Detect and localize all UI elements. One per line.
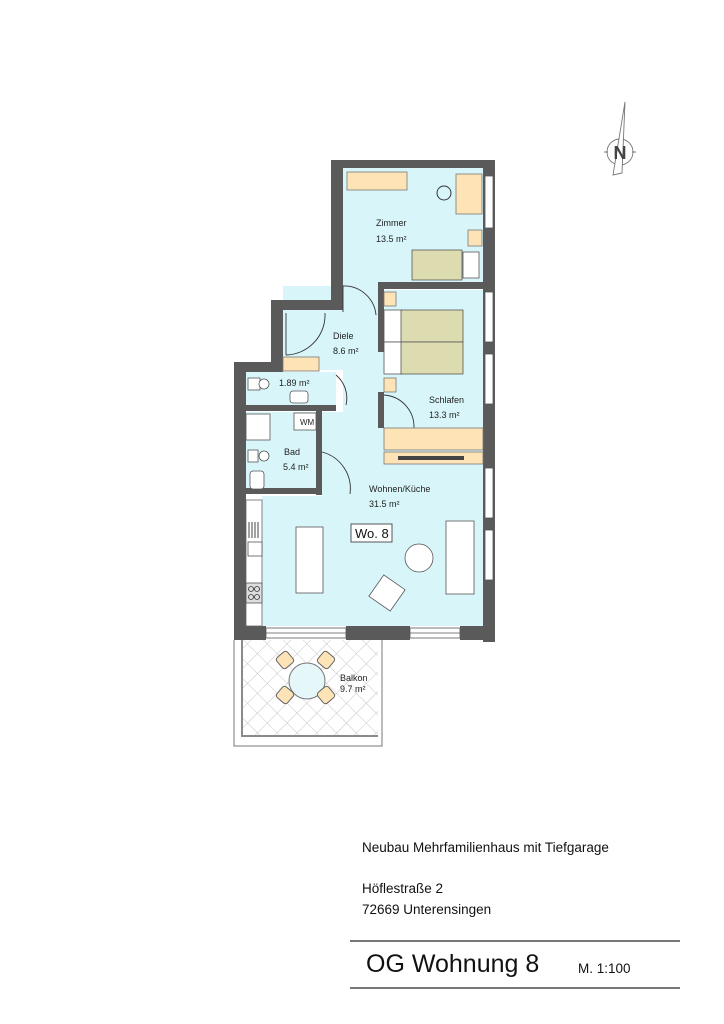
bath-fixtures	[245, 377, 317, 490]
north-arrow-icon: N	[604, 101, 636, 176]
room-balkon-area: 9.7 m²	[340, 684, 366, 694]
room-wohnen-area: 31.5 m²	[369, 499, 400, 509]
address-city: 72669 Unterensingen	[362, 902, 492, 917]
room-zimmer-area: 13.5 m²	[376, 234, 407, 244]
divider-bottom	[350, 987, 680, 989]
washing-machine	[293, 412, 317, 431]
divider-top	[350, 940, 680, 942]
diele-wardrobe	[282, 356, 320, 372]
schlafen-furniture	[383, 291, 484, 465]
washing-machine-label: WM	[300, 418, 315, 427]
windows	[265, 175, 494, 639]
balcony-chair-icon	[275, 650, 336, 705]
unit-tag-box	[350, 523, 393, 543]
room-schlafen-area: 13.3 m²	[429, 410, 460, 420]
walls	[234, 160, 495, 642]
doors	[285, 285, 415, 495]
room-diele-area: 8.6 m²	[333, 346, 359, 356]
room-diele-name: Diele	[333, 331, 354, 341]
address-street: Höflestraße 2	[362, 881, 444, 896]
svg-text:N: N	[614, 143, 627, 163]
balcony	[233, 640, 383, 747]
unit-tag: Wo. 8	[355, 526, 389, 541]
room-wc-area: 1.89 m²	[279, 378, 310, 388]
room-wohnen-name: Wohnen/Küche	[369, 484, 430, 494]
room-bad-area: 5.4 m²	[283, 462, 309, 472]
unit-title: OG Wohnung 8	[366, 950, 540, 978]
room-schlafen-name: Schlafen	[429, 395, 464, 405]
room-labels: Zimmer 13.5 m² Diele 8.6 m² 1.89 m² Schl…	[279, 218, 464, 694]
scale-label: M. 1:100	[578, 961, 631, 976]
zimmer-furniture	[346, 171, 483, 281]
project-title: Neubau Mehrfamilienhaus mit Tiefgarage	[362, 840, 609, 855]
room-zimmer-name: Zimmer	[376, 218, 407, 228]
room-balkon-name: Balkon	[340, 673, 368, 683]
living-kitchen-furniture	[245, 499, 475, 627]
room-bad-name: Bad	[284, 447, 300, 457]
